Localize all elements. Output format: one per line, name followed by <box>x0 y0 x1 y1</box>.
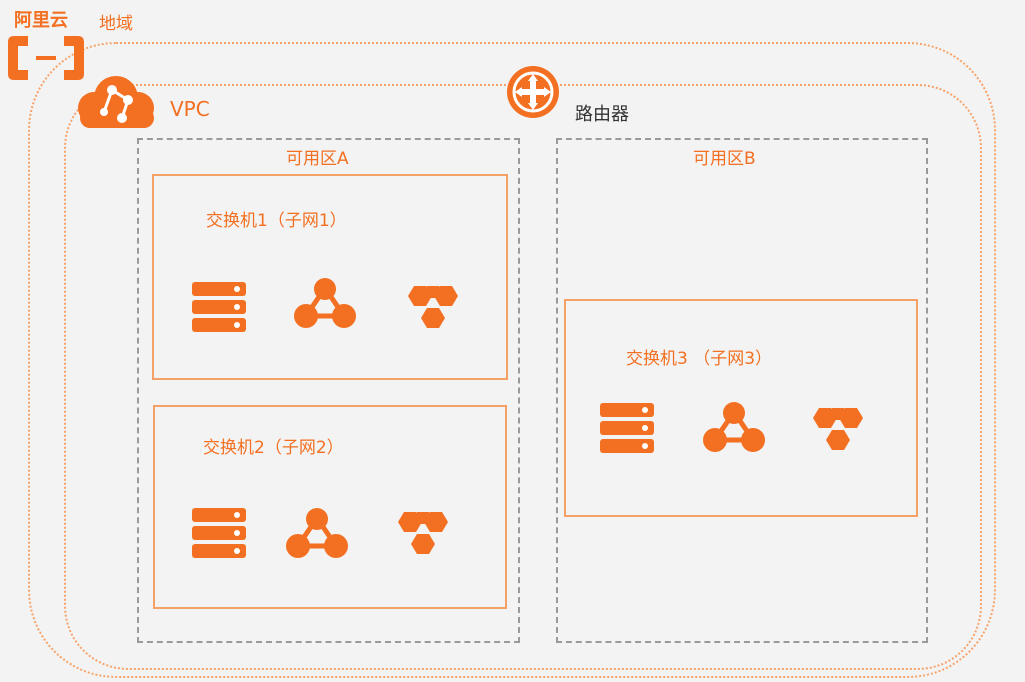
vpc-label: VPC <box>170 97 210 121</box>
zone-a-box <box>137 138 520 643</box>
region-label: 地域 <box>99 14 133 34</box>
hexagon-cluster-icon <box>813 408 863 450</box>
brand-name: 阿里云 <box>14 10 68 31</box>
server-icon <box>192 282 246 332</box>
server-icon <box>192 508 246 558</box>
server-icon <box>600 403 654 453</box>
region-boundary <box>28 42 996 678</box>
router-icon <box>507 66 559 118</box>
switch-2-box <box>153 405 507 609</box>
zone-b-box <box>556 138 928 643</box>
switch-2-label: 交换机2（子网2） <box>203 438 344 458</box>
aliyun-logo-icon <box>8 36 84 80</box>
zone-b-label: 可用区B <box>693 149 756 169</box>
hexagon-cluster-icon <box>408 286 458 328</box>
network-icon <box>703 402 765 454</box>
router-label: 路由器 <box>575 104 629 125</box>
network-icon <box>286 508 348 560</box>
hexagon-cluster-icon <box>398 512 448 554</box>
zone-a-label: 可用区A <box>286 149 349 169</box>
cloud-icon <box>78 76 154 128</box>
switch-1-box <box>152 174 508 380</box>
switch-1-label: 交换机1（子网1） <box>206 211 347 231</box>
network-icon <box>294 278 356 330</box>
switch-3-box <box>564 299 918 517</box>
switch-3-label: 交换机3 （子网3） <box>626 349 773 369</box>
